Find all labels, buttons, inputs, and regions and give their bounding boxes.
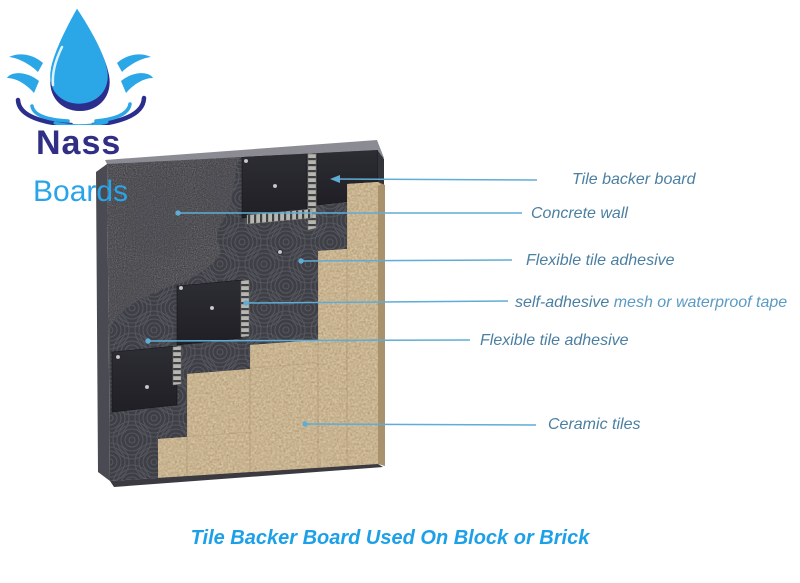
mesh-tape-vertical-lower <box>172 345 182 386</box>
tile-side-face <box>378 182 385 466</box>
water-drop-logo-icon <box>7 8 153 125</box>
logo-primary-text: Nass <box>36 124 122 162</box>
screws <box>115 158 283 390</box>
label-concrete-wall: Concrete wall <box>531 205 628 222</box>
label-ceramic-tiles: Ceramic tiles <box>548 416 641 433</box>
label-mesh-tape: self-adhesive mesh or waterproof tape <box>515 293 787 312</box>
leader-lines <box>145 175 538 427</box>
leader-line-tile-backer-board <box>330 175 538 183</box>
wall-side-face <box>96 164 110 481</box>
wall-bottom-face <box>110 464 383 487</box>
leader-line-mesh-tape <box>243 300 509 306</box>
leader-line-ceramic-tiles <box>302 421 537 427</box>
backer-board-panel-lower <box>111 345 178 413</box>
label-mesh-tape-rest: mesh or waterproof tape <box>609 294 788 311</box>
label-flexible-tile-adhesive-upper: Flexible tile adhesive <box>526 252 675 269</box>
label-flexible-tile-adhesive-lower: Flexible tile adhesive <box>480 332 629 349</box>
logo: Nass Boards <box>0 0 160 215</box>
leader-line-flexible-tile-adhesive-upper <box>298 258 513 264</box>
leader-line-concrete-wall <box>175 210 522 216</box>
label-mesh-tape-emphasis: self-adhesive <box>515 294 610 311</box>
label-tile-backer-board: Tile backer board <box>572 171 696 188</box>
logo-secondary-text: Boards <box>33 175 129 208</box>
tile-grout-lines <box>186 184 348 478</box>
caption-title: Tile Backer Board Used On Block or Brick <box>190 527 590 549</box>
mesh-tape-vertical-middle <box>240 279 250 338</box>
leader-line-flexible-tile-adhesive-lower <box>145 338 471 344</box>
backer-board-panel-middle <box>176 279 243 346</box>
